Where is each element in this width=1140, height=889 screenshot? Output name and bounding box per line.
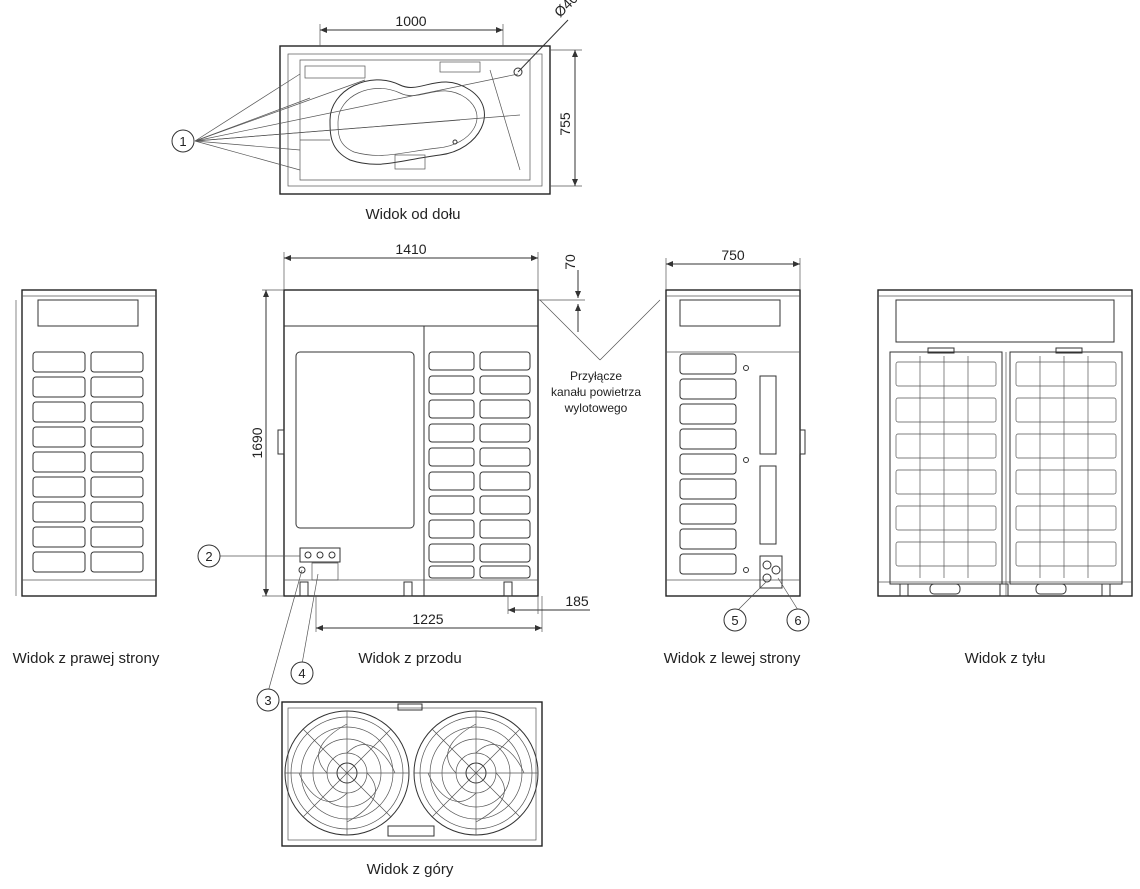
top-view [281, 701, 543, 847]
annotation-line-1: Przyłącze [570, 369, 622, 383]
balloon-4: 4 [290, 661, 314, 685]
bottom-view [194, 19, 582, 195]
balloon-2: 2 [197, 544, 221, 568]
svg-text:3: 3 [264, 693, 271, 708]
dim-front-base-span: 1225 [412, 611, 443, 627]
caption-right-view: Widok z prawej strony [13, 650, 160, 667]
svg-text:1: 1 [179, 134, 186, 149]
balloon-3: 3 [256, 688, 280, 712]
balloon-6: 6 [786, 608, 810, 632]
dim-front-height: 1690 [249, 427, 265, 458]
svg-text:4: 4 [298, 666, 305, 681]
back-view [877, 289, 1133, 597]
dim-side-width: 750 [721, 247, 745, 263]
dim-front-base-offset: 185 [565, 593, 589, 609]
caption-back-view: Widok z tyłu [965, 650, 1046, 667]
right-side-view [15, 289, 157, 597]
balloon-1: 1 [171, 129, 195, 153]
dim-front-width: 1410 [395, 241, 426, 257]
caption-top-view: Widok z góry [367, 861, 454, 878]
caption-left-view: Widok z lewej strony [664, 650, 801, 667]
balloon-5: 5 [723, 608, 747, 632]
svg-text:6: 6 [794, 613, 801, 628]
svg-text:2: 2 [205, 549, 212, 564]
annotation-line-2: kanału powietrza [551, 385, 641, 399]
dim-bottom-depth: 755 [557, 112, 573, 136]
annotation-line-3: wylotowego [564, 401, 628, 415]
dim-front-top-offset: 70 [562, 254, 578, 270]
svg-text:5: 5 [731, 613, 738, 628]
left-side-view [665, 258, 806, 611]
front-view [220, 252, 661, 693]
caption-front-view: Widok z przodu [358, 650, 461, 667]
dim-hole-diameter: Ø40 [551, 0, 581, 20]
caption-bottom-view: Widok od dołu [365, 206, 460, 223]
dim-bottom-width: 1000 [395, 13, 426, 29]
